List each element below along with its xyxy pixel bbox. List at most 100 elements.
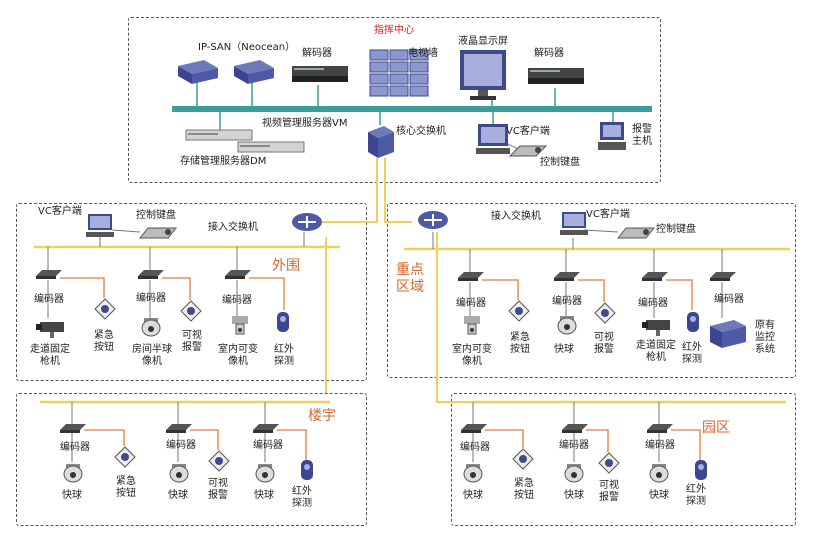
ip-san-storage-1-icon [178,60,218,84]
emergency-button-icon [508,300,530,322]
vm-server-icon [185,129,253,141]
perimeter-device-label: 可视报警 [182,330,202,353]
alarm-host-icon [598,122,626,150]
lcd-display-icon [460,50,506,100]
encoder-icon [60,424,86,433]
visual-alarm-icon [594,302,616,324]
cc-vc-client-icon [476,124,510,154]
emergency-button-icon [114,446,136,468]
perimeter-zone-label: 外围 [272,258,300,274]
core-switch-icon [368,126,394,158]
perimeter-device-label: 紧急按钮 [94,330,114,353]
speed-dome-icon [564,464,584,483]
perimeter-device-label: 房间半球像机 [132,344,172,367]
encoder-icon [562,424,588,433]
key-area-device-label: 红外探测 [682,342,702,365]
building-device-label: 紧急按钮 [116,476,136,499]
core-switch-label: 核心交换机 [396,126,446,137]
cc-control-keyboard-icon [508,145,548,157]
key-area-zone-label: 重点区域 [396,262,430,296]
building-device-label: 快球 [168,490,188,501]
campus-box [451,393,796,526]
campus-device-label: 快球 [463,490,483,501]
visual-alarm-icon [598,452,620,474]
cc-vc-client-label: VC客户端 [506,126,550,137]
campus-device-label: 紧急按钮 [514,478,534,501]
encoder-icon [642,272,668,281]
encoder-label: 编码器 [714,294,744,305]
encoder-icon [461,424,487,433]
command-center-box [128,17,661,183]
infrared-detector-icon [277,312,289,332]
encoder-label: 编码器 [552,296,582,307]
campus-device-label: 快球 [564,490,584,501]
visual-alarm-icon [208,450,230,472]
decoder-left-label: 解码器 [302,48,332,59]
key-area-vc-client-label: VC客户端 [586,209,630,220]
encoder-label: 编码器 [638,298,668,309]
key-area-device-label: 室内可变像机 [452,344,492,367]
key-area-access-switch-label: 接入交换机 [491,211,541,222]
decoder-right-label: 解码器 [534,48,564,59]
dome-camera-icon [141,318,161,337]
video-wall-icon [369,49,429,97]
command-center-title: 指挥中心 [374,25,414,36]
video-wall-label: 电视墙 [408,48,438,59]
building-device-label: 红外探测 [292,486,312,509]
vm-server-label: 视频管理服务器VM [262,118,348,129]
backbone-bus [172,106,652,112]
perimeter-device-label: 走道固定枪机 [30,344,70,367]
campus-device-label: 红外探测 [686,484,706,507]
building-device-label: 快球 [62,490,82,501]
infrared-detector-icon [301,460,313,480]
key-area-box [387,203,796,378]
encoder-label: 编码器 [222,295,252,306]
encoder-label: 编码器 [166,440,196,451]
encoder-label: 编码器 [136,293,166,304]
building-box [16,393,367,526]
encoder-icon [458,272,484,281]
building-device-label: 可视报警 [208,478,228,501]
key-area-device-label: 快球 [554,344,574,355]
encoder-label: 编码器 [34,294,64,305]
cc-control-keyboard-label: 控制键盘 [540,157,580,168]
encoder-label: 编码器 [460,442,490,453]
speed-dome-icon [63,464,83,483]
perimeter-device-label: 红外探测 [274,344,294,367]
decoder-left-icon [292,66,348,82]
key-area-device-label: 原有监控系统 [755,320,775,355]
encoder-label: 编码器 [559,440,589,451]
key-area-zone-text: 重点区域 [396,262,424,295]
encoder-icon [647,424,673,433]
decoder-right-icon [528,68,584,84]
encoder-label: 编码器 [645,440,675,451]
ip-san-label: IP-SAN（Neocean） [198,42,296,53]
speed-dome-icon [255,464,275,483]
infrared-detector-icon [687,312,699,332]
alarm-host-label: 报警主机 [632,124,652,147]
campus-device-label: 快球 [649,490,669,501]
infrared-detector-icon [695,460,707,480]
campus-device-label: 可视报警 [599,480,619,503]
ptz-camera-icon [232,316,248,335]
legacy-monitoring-system-icon [710,320,746,348]
encoder-icon [225,270,251,279]
perimeter-control-keyboard-icon [138,227,178,239]
encoder-icon [710,272,736,281]
key-area-device-label: 紧急按钮 [510,332,530,355]
encoder-icon [138,270,164,279]
speed-dome-icon [463,464,483,483]
key-area-device-label: 可视报警 [594,332,614,355]
speed-dome-icon [169,464,189,483]
encoder-label: 编码器 [60,442,90,453]
encoder-icon [253,424,279,433]
perimeter-access-switch-icon [292,213,322,231]
perimeter-device-label: 室内可变像机 [218,344,258,367]
perimeter-access-switch-label: 接入交换机 [208,222,258,233]
building-zone-label: 楼宇 [308,408,336,424]
visual-alarm-icon [180,300,202,322]
campus-zone-label: 园区 [702,420,730,436]
emergency-button-icon [512,448,534,470]
key-area-device-label: 走道固定枪机 [636,340,676,363]
